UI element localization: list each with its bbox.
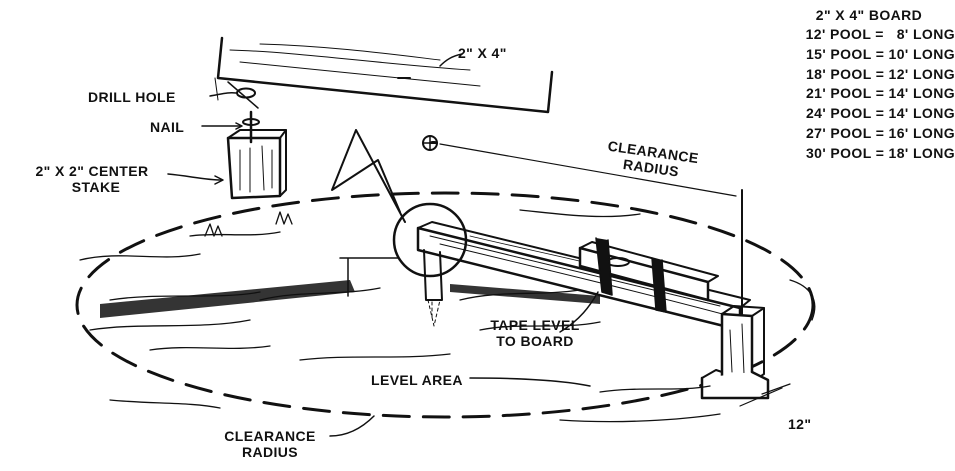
level-tool (578, 237, 719, 313)
board-label-leader (439, 53, 463, 67)
callout-lines (331, 129, 406, 223)
drill-hole (209, 81, 259, 109)
ground-hatching (100, 280, 600, 318)
center-stake (167, 129, 287, 200)
board-length-row: 30' POOL = 18' LONG (806, 144, 955, 161)
board-length-table: 2" X 4" BOARD 12' POOL = 8' LONG 15' POO… (755, 6, 955, 164)
board-length-row: 18' POOL = 12' LONG (806, 65, 955, 82)
board-length-row: 27' POOL = 16' LONG (806, 124, 955, 141)
tape-leader (559, 291, 599, 333)
clearance-radius-bottom-label: CLEARANCE RADIUS (210, 428, 330, 460)
board-size-label: 2" X 4" (458, 45, 507, 61)
clearance-radius-dimension (439, 143, 743, 315)
center-stake-label-line1: 2" X 2" CENTER (35, 163, 149, 179)
clearance-bottom-leader (329, 415, 375, 437)
board-length-row: 21' POOL = 14' LONG (806, 85, 955, 102)
board-length-row: 15' POOL = 10' LONG (806, 45, 955, 62)
support-block (700, 305, 791, 407)
clearance-circle (75, 191, 815, 419)
drill-hole-label: DRILL HOLE (88, 89, 176, 105)
board-length-row: 12' POOL = 8' LONG (805, 26, 955, 42)
center-point-marker (422, 135, 438, 151)
tape-level-line2: TO BOARD (496, 333, 574, 349)
level-area-label: LEVEL AREA (371, 372, 463, 388)
zoom-circle (392, 202, 468, 278)
clearance-radius-bottom-line2: RADIUS (241, 444, 299, 460)
inner-stake (423, 249, 443, 327)
board-length-table-title: 2" X 4" BOARD (815, 7, 923, 23)
center-stake-label-line2: STAKE (71, 179, 121, 195)
center-stake-label: 2" X 2" CENTER STAKE (22, 163, 162, 195)
level-area-leader (469, 377, 591, 387)
twelve-inch-label: 12" (788, 416, 812, 432)
top-board (214, 36, 554, 114)
nail-label: NAIL (150, 119, 185, 135)
leveling-board (416, 221, 751, 332)
clearance-radius-bottom-line1: CLEARANCE (224, 428, 316, 444)
tape-level-label: TAPE LEVEL TO BOARD (480, 317, 590, 349)
tape-level-line1: TAPE LEVEL (490, 317, 580, 333)
board-length-row: 24' POOL = 14' LONG (806, 105, 955, 122)
